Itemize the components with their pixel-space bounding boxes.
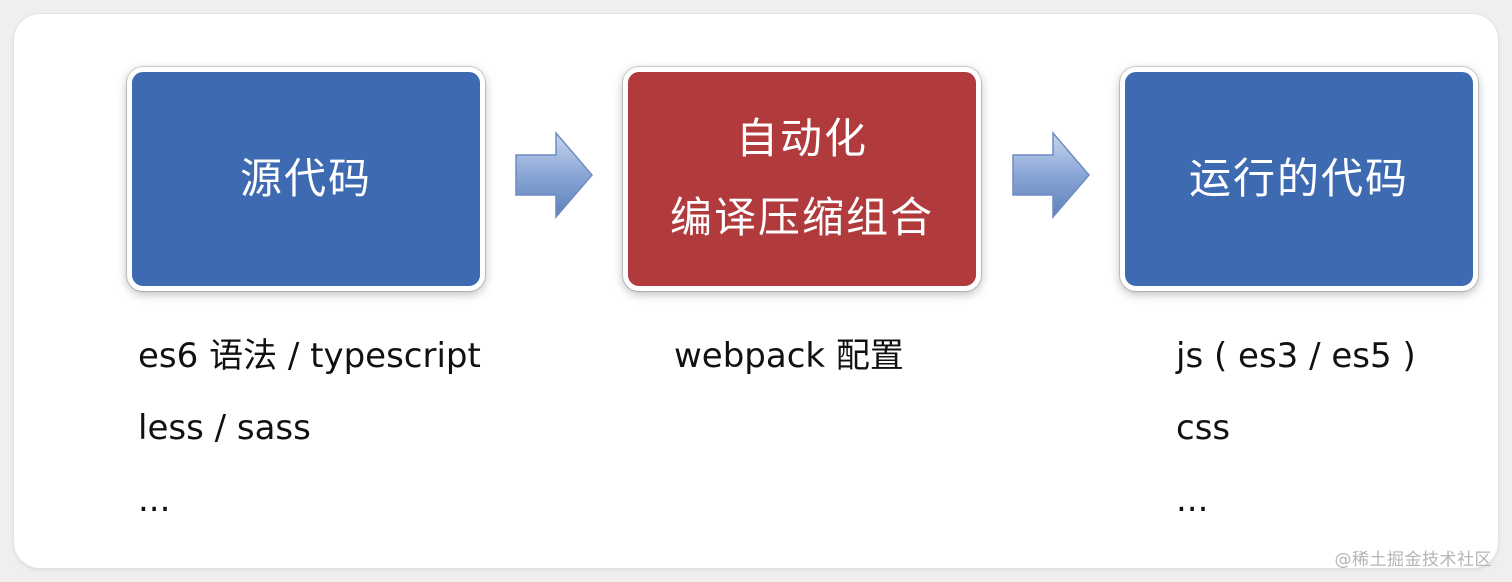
source-code-box: 源代码 <box>127 67 485 291</box>
runtime-code-box: 运行的代码 <box>1120 67 1478 291</box>
note-item: ... <box>138 480 171 520</box>
build-process-notes: webpack 配置 <box>674 320 904 392</box>
note-item: css <box>1176 408 1231 448</box>
note-item: ... <box>1176 480 1209 520</box>
note-item: less / sass <box>138 408 311 448</box>
watermark: @稀土掘金技术社区 <box>1334 550 1492 570</box>
note-item: webpack 配置 <box>674 336 904 376</box>
build-process-label-line1: 自动化 <box>735 114 868 164</box>
runtime-code-notes: js ( es3 / es5 ) css ... <box>1176 320 1416 536</box>
source-code-notes: es6 语法 / typescript less / sass ... <box>138 320 481 536</box>
source-code-label: 源代码 <box>239 153 372 203</box>
note-item: es6 语法 / typescript <box>138 336 481 376</box>
build-process-label-line2: 编译压缩组合 <box>669 193 934 242</box>
note-item: js ( es3 / es5 ) <box>1176 336 1416 376</box>
build-process-box: 自动化 编译压缩组合 <box>623 67 981 291</box>
diagram-canvas: 源代码 自动化 编译压缩组合 运行的代码 es6 语法 / typescr <box>14 14 1498 568</box>
runtime-code-label: 运行的代码 <box>1188 153 1409 203</box>
right-arrow-icon <box>515 131 593 219</box>
right-arrow-icon <box>1012 131 1090 219</box>
